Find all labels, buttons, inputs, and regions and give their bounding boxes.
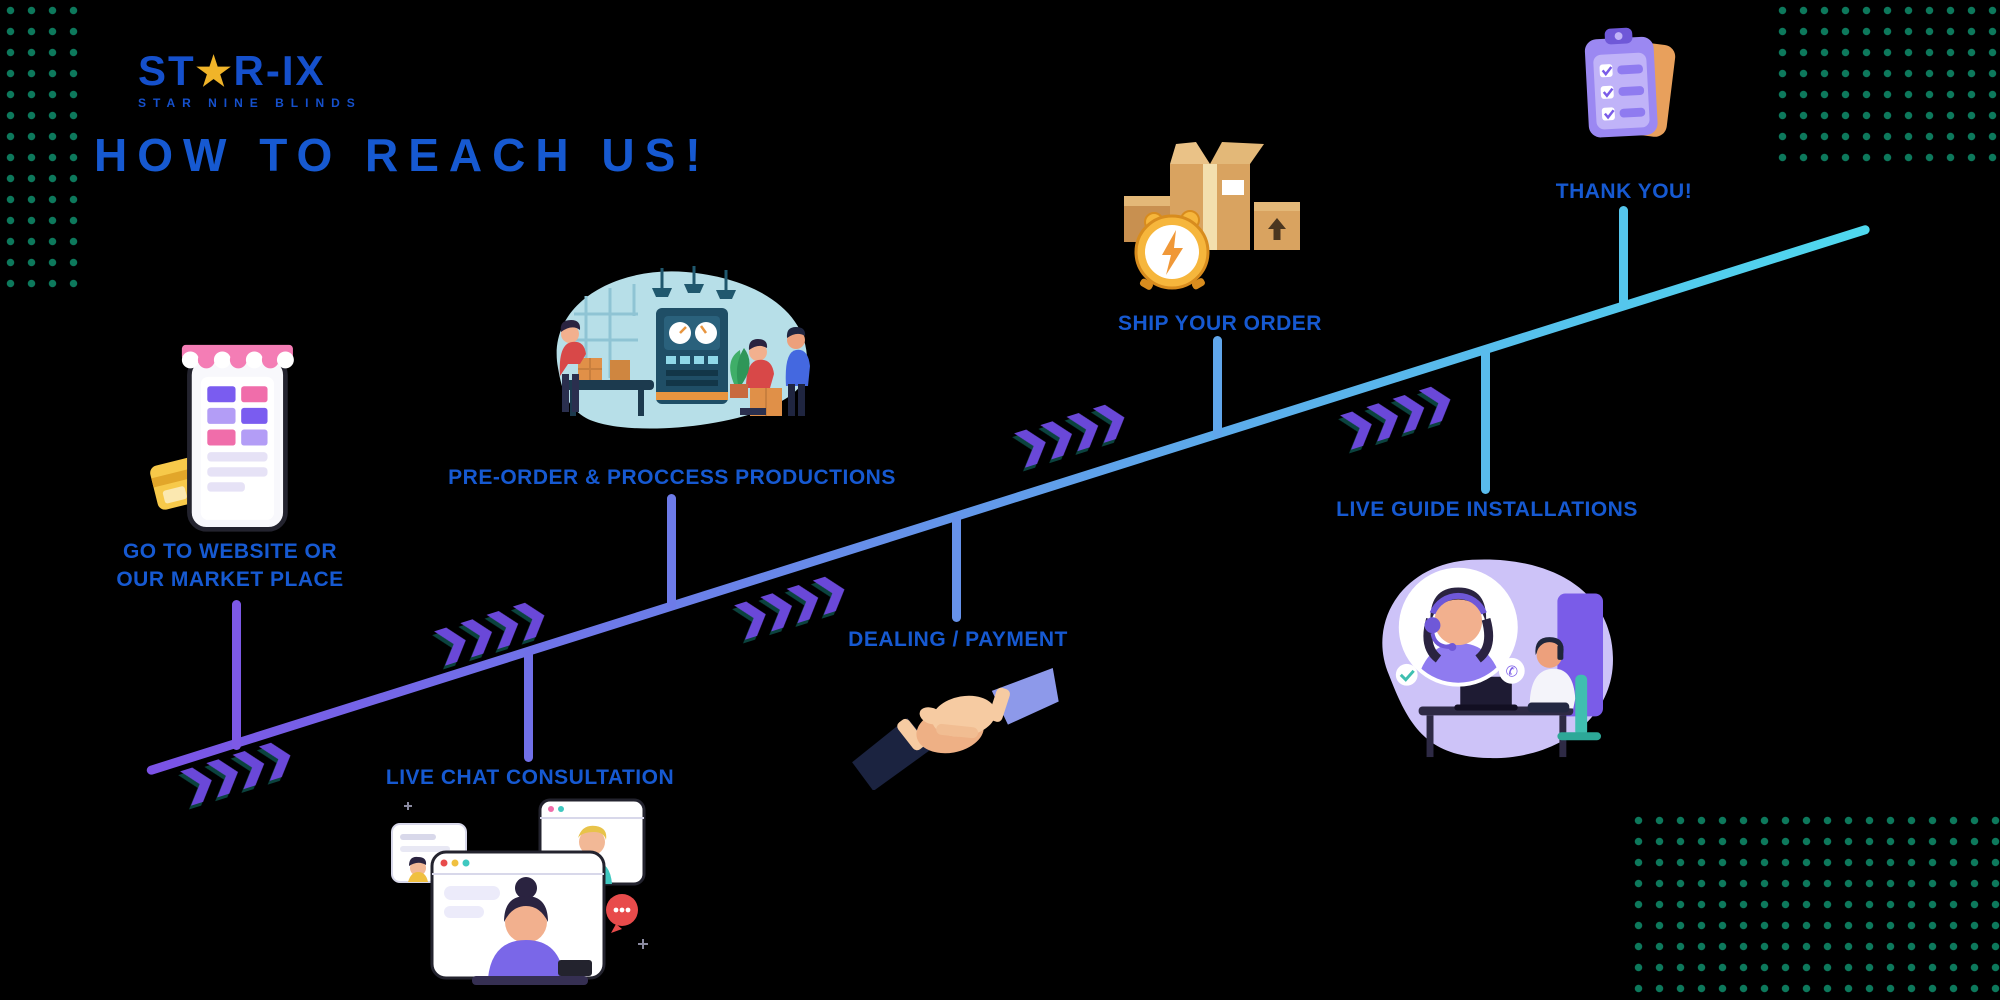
chevron-arrows-icon (1014, 404, 1125, 468)
connector-go-to-website (232, 600, 241, 750)
handshake-icon (845, 658, 1063, 795)
factory-production-illustration (534, 256, 822, 451)
halftone-dots-top-left (0, 0, 88, 300)
step-label-live-chat: LIVE CHAT CONSULTATION (385, 766, 675, 789)
brand-logo-wordmark: ST★R-IX (138, 47, 362, 94)
logo-text-right: R-IX (233, 47, 326, 94)
brand-logo-subtext: STAR NINE BLINDS (138, 96, 362, 110)
connector-pre-order (667, 494, 676, 610)
connector-dealing-payment (952, 514, 961, 622)
live-chat-illustration (388, 794, 656, 1000)
brand-logo: ST★R-IX STAR NINE BLINDS (138, 47, 362, 111)
logo-text-left: ST (138, 47, 196, 94)
connector-live-guide (1481, 348, 1490, 494)
star-icon: ★ (195, 50, 234, 94)
chevron-arrows-icon (1340, 386, 1451, 450)
clipboard-checklist-icon (1576, 26, 1682, 151)
step-label-dealing-payment: DEALING / PAYMENT (848, 628, 1068, 651)
connector-live-chat (524, 650, 533, 762)
customer-support-illustration: ✆ (1360, 536, 1620, 769)
step-label-go-to-website: GO TO WEBSITE OR OUR MARKET PLACE (116, 540, 344, 592)
step-label-thank-you: THANK YOU! (1555, 180, 1693, 203)
halftone-dots-top-right (1772, 0, 2000, 170)
connector-ship-order (1213, 336, 1222, 438)
svg-text:✆: ✆ (1506, 663, 1518, 681)
step-label-pre-order: PRE-ORDER & PROCCESS PRODUCTIONS (448, 466, 896, 489)
storefront-phone-icon (148, 336, 308, 546)
chevron-arrows-icon (434, 602, 545, 666)
step-label-live-guide: LIVE GUIDE INSTALLATIONS (1336, 498, 1638, 521)
halftone-dots-bottom-right (1628, 810, 2000, 1000)
shipping-boxes-icon (1118, 122, 1306, 305)
chevron-arrows-icon (734, 576, 845, 640)
step-label-ship-order: SHIP YOUR ORDER (1118, 312, 1322, 335)
connector-thank-you (1619, 206, 1628, 310)
page-title: HOW TO REACH US! (94, 129, 711, 181)
chevron-arrows-icon (180, 742, 291, 806)
